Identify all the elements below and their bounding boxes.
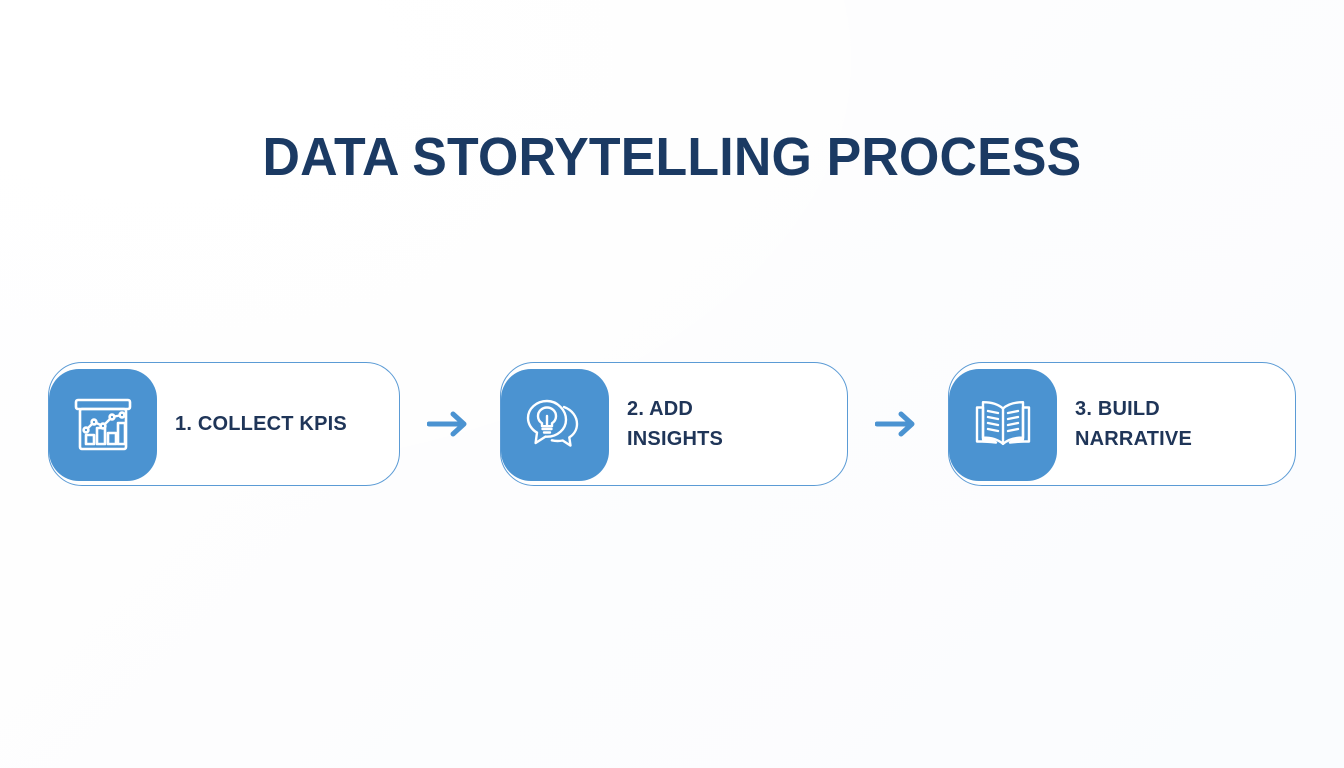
step-label-3: 3. BUILD NARRATIVE [1075, 398, 1192, 450]
arrow-right-icon [419, 362, 481, 486]
step-label-1: 1. COLLECT KPIS [175, 413, 347, 435]
step-card-collect-kpis[interactable]: 1. COLLECT KPIS [48, 362, 400, 486]
arrow-right-icon [867, 362, 929, 486]
bar-chart-presentation-icon [49, 369, 157, 481]
step-card-add-insights[interactable]: 2. ADD INSIGHTS [500, 362, 848, 486]
page-title: DATA STORYTELLING PROCESS [262, 127, 1082, 187]
step-card-build-narrative[interactable]: 3. BUILD NARRATIVE [948, 362, 1296, 486]
open-book-icon [949, 369, 1057, 481]
process-step-2[interactable]: 2. ADD INSIGHTS [500, 362, 848, 486]
lightbulb-speech-bubble-icon [501, 369, 609, 481]
step-label-2: 2. ADD INSIGHTS [627, 398, 724, 450]
process-step-3[interactable]: 3. BUILD NARRATIVE [948, 362, 1296, 486]
process-flow: 1. COLLECT KPIS [48, 362, 1296, 486]
process-step-1[interactable]: 1. COLLECT KPIS [48, 362, 400, 486]
